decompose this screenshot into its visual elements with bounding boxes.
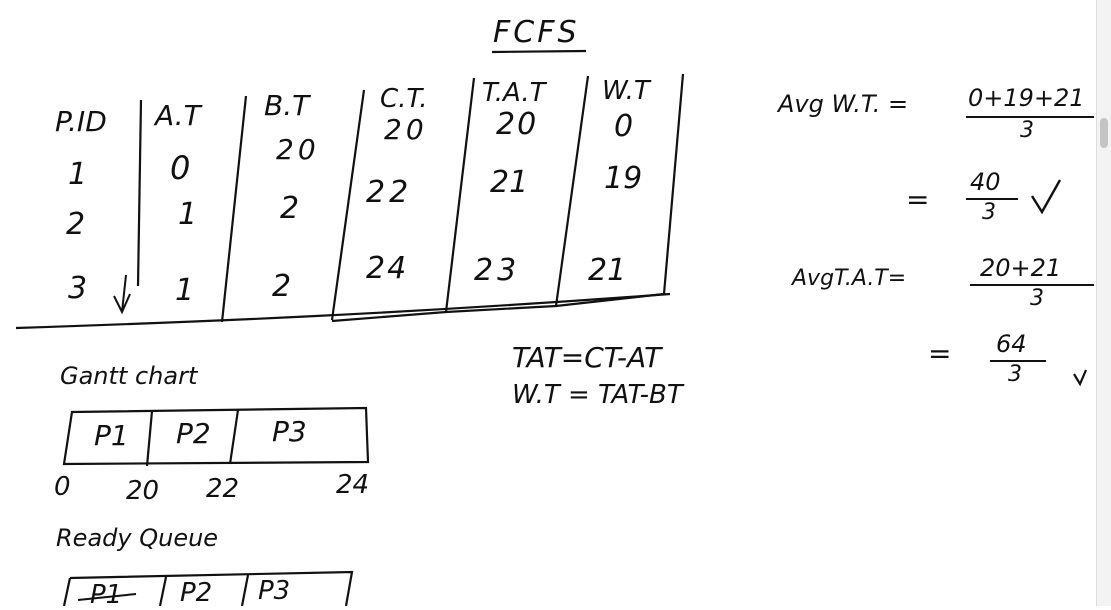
table-divider-4 (444, 77, 476, 313)
cell-r3-wt: 21 (588, 253, 627, 288)
cell-r2-at: 1 (178, 197, 198, 232)
header-ct: C.T. (380, 84, 428, 114)
avg-wt-result-denominator: 3 (982, 200, 996, 225)
gantt-box (62, 406, 370, 466)
cell-r2-tat: 21 (490, 165, 529, 200)
ready-queue-label: Ready Queue (56, 524, 219, 552)
cell-r2-pid: 2 (66, 207, 86, 242)
avg-tat-fraction-bar (970, 284, 1094, 286)
title-underline (491, 49, 587, 54)
table-divider-1 (136, 99, 143, 287)
table-divider-3 (330, 89, 366, 321)
avg-tat-equals: = (928, 337, 952, 370)
arrow-down-icon (113, 274, 131, 315)
avg-tat-numerator: 20+21 (980, 254, 1062, 282)
gantt-tick-0: 0 (54, 472, 71, 502)
avg-tat-label: AvgT.A.T= (792, 266, 907, 291)
ready-queue-cell-p1: P1 (90, 580, 123, 610)
avg-tat-result-numerator: 64 (996, 330, 1027, 358)
cell-r2-ct: 22 (366, 175, 413, 210)
gantt-tick-22: 22 (206, 474, 240, 504)
avg-tat-denominator: 3 (1030, 286, 1044, 311)
cell-r3-tat: 23 (474, 253, 521, 288)
gantt-cell-p3: P3 (272, 415, 307, 448)
gantt-cell-p1: P1 (94, 419, 129, 452)
gantt-divider-1 (145, 410, 154, 467)
table-divider-6 (662, 73, 685, 295)
cell-r2-bt: 2 (280, 191, 300, 226)
table-divider-2 (220, 95, 248, 323)
gantt-divider-2 (228, 409, 240, 465)
avg-wt-label: Avg W.T. = (778, 90, 909, 118)
cell-r3-ct: 24 (366, 251, 409, 286)
ready-queue-cell-p3: P3 (258, 576, 291, 606)
ready-queue-cell-p2: P2 (180, 578, 213, 608)
gantt-cell-p2: P2 (176, 417, 211, 450)
cell-r1-at: 0 (170, 149, 191, 187)
table-divider-5 (554, 75, 590, 307)
gantt-tick-20: 20 (126, 476, 160, 506)
ready-queue-divider-2 (240, 574, 250, 606)
strike-mark (77, 593, 137, 601)
page-title: FCFS (493, 15, 580, 50)
ready-queue-box (62, 570, 354, 606)
check-mark-icon (1030, 179, 1062, 215)
cell-r1-wt: 0 (614, 109, 634, 144)
cell-r1-bt: 20 (276, 133, 320, 166)
avg-wt-denominator: 3 (1020, 118, 1034, 143)
ready-queue-divider-1 (158, 576, 168, 606)
cell-r3-bt: 2 (272, 269, 292, 304)
header-bt: B.T (264, 89, 310, 122)
avg-wt-result-numerator: 40 (970, 168, 1001, 196)
vertical-scrollbar[interactable] (1096, 0, 1111, 606)
avg-tat-result-denominator: 3 (1008, 362, 1022, 387)
cell-r2-wt: 19 (604, 161, 643, 196)
header-wt: W.T (602, 76, 650, 106)
avg-wt-fraction-bar (966, 116, 1094, 118)
avg-wt-result-fraction-bar (966, 198, 1018, 200)
cell-r3-at: 1 (175, 273, 195, 308)
check-mark-icon-2 (1073, 369, 1088, 387)
table-bottom-line (331, 292, 665, 323)
cell-r3-pid: 3 (68, 271, 88, 306)
avg-wt-numerator: 0+19+21 (968, 84, 1085, 112)
formula-wt: W.T = TAT-BT (512, 380, 683, 410)
cell-r1-pid: 1 (68, 157, 88, 192)
header-tat: T.A.T (482, 78, 546, 108)
scrollbar-thumb[interactable] (1100, 118, 1108, 148)
cell-r1-tat: 20 (496, 107, 539, 142)
header-pid: P.ID (55, 105, 107, 138)
avg-wt-equals: = (906, 183, 930, 216)
header-at: A.T (155, 99, 201, 132)
avg-tat-result-fraction-bar (990, 360, 1046, 362)
gantt-tick-24: 24 (336, 470, 370, 500)
cell-r1-ct: 20 (384, 113, 428, 146)
table-separator-line (15, 292, 671, 330)
gantt-label: Gantt chart (60, 362, 198, 390)
formula-tat: TAT=CT-AT (512, 341, 662, 374)
